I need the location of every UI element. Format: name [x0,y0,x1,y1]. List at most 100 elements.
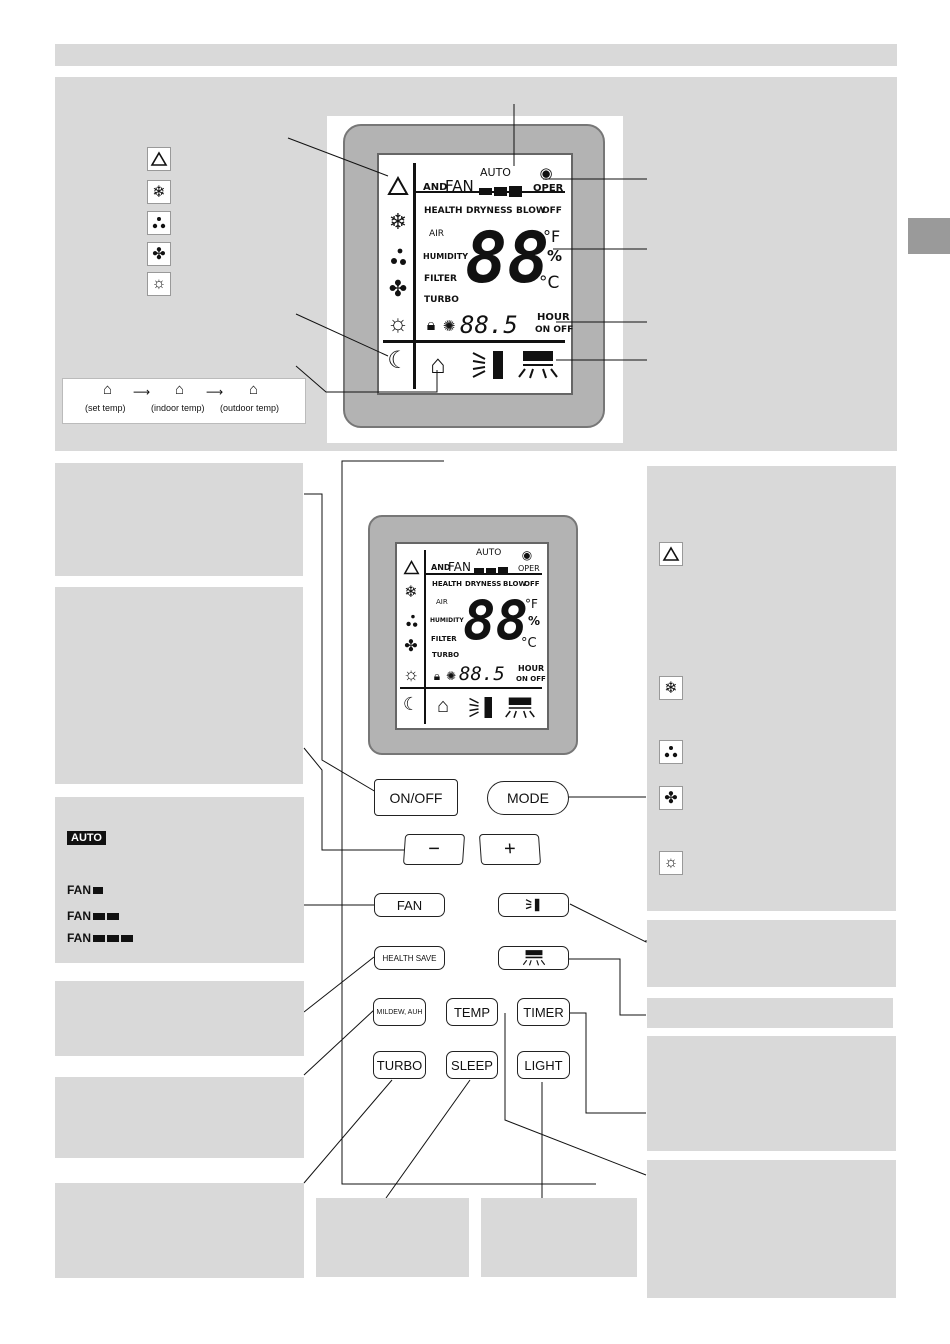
top-lcd-screen: ❄ ✤ ☼ ☾ AUTO AND FAN ◉ OPER HEALTH DRYNE… [377,153,573,395]
indoor-temp-label: (indoor temp) [151,403,205,413]
fan-high-legend: FAN [67,931,133,945]
lcd-turbo: TURBO [432,651,460,659]
desc-box-vswing [647,920,896,987]
side-tab [908,218,950,254]
auto-mode-icon [401,558,421,576]
lcd-small-digits: 88.5 [460,311,518,339]
fan-mid-legend: FAN [67,909,119,923]
fan-low-legend: FAN [67,883,103,897]
plus-button[interactable]: + [478,834,542,865]
temp-legend-box: ⌂ ⌂ ⌂ ⟶ ⟶ (set temp) (indoor temp) (outd… [62,378,306,424]
vertical-swing-icon [525,898,539,912]
lcd-humidity: HUMIDITY [430,617,464,624]
heat-mode-icon: ☼ [387,310,409,337]
fan-legend-label: FAN [67,909,91,923]
timer-button[interactable]: TIMER [517,998,570,1026]
lcd-unit-f: °F [543,227,561,246]
lcd-filter: FILTER [424,274,457,284]
desc-box-mildew [55,1077,304,1158]
lcd-unit-pct: % [528,614,541,628]
set-temp-label: (set temp) [85,403,126,413]
outdoor-temp-label: (outdoor temp) [220,403,280,413]
dry-mode-icon [401,612,421,630]
lcd-divider [424,573,542,575]
fan-speed-bars [472,562,508,580]
temp-button[interactable]: TEMP [446,998,498,1026]
lcd-blow: BLOW [503,580,527,588]
lock-icon: 🔒︎ [426,317,436,334]
lcd-small-digits: 88.5 [459,663,505,685]
bulb-icon: ✺ [445,669,457,683]
lcd-dryness: DRYNESS [466,206,513,216]
lcd-and: AND [431,563,451,572]
vertical-swing-icon [471,347,511,383]
horizontal-swing-icon [503,695,537,721]
lcd-fan: FAN [448,560,471,574]
sleep-button[interactable]: SLEEP [446,1051,498,1079]
lcd-hour: HOUR [518,664,545,673]
fan-button[interactable]: FAN [374,893,445,917]
house-icon: ⌂ [175,381,185,398]
auto-mode-icon [385,175,411,197]
arrow-icon: ⟶ [133,385,151,399]
temp-display-icon: ⌂ [436,695,450,717]
desc-box-mode: ❄ ✤ ☼ [647,466,896,911]
vertical-swing-button[interactable] [498,893,569,917]
lcd-divider [383,340,565,343]
cool-mode-icon: ❄ [147,180,171,204]
desc-box-timer [647,1036,896,1151]
lcd-health: HEALTH [424,206,463,216]
fan-auto-label: AUTO [67,831,106,845]
lcd-air: AIR [429,229,445,239]
lcd-off: OFF [542,206,562,216]
vertical-swing-icon [467,693,499,721]
desc-box-health [55,981,304,1056]
on-off-button[interactable]: ON/OFF [374,779,458,816]
desc-box-onoff [55,463,303,576]
lcd-divider [413,163,416,389]
lcd-unit-f: °F [525,597,538,611]
desc-box-hswing [647,998,893,1028]
arrow-icon: ⟶ [206,385,224,399]
bulb-icon: ✺ [442,317,456,335]
lcd-big-digits: 88 [463,589,529,652]
mode-button[interactable]: MODE [487,781,569,815]
signal-icon: ◉ [539,164,553,182]
sleep-icon: ☾ [402,694,420,714]
lcd-big-digits: 88 [465,217,550,299]
horizontal-swing-button[interactable] [498,946,569,970]
lcd-oper: OPER [518,564,540,573]
desc-box-temp [647,1160,896,1298]
heat-mode-icon: ☼ [147,272,171,296]
fan-speed-bars [477,183,522,201]
lcd-unit-c: °C [539,273,560,293]
lcd-hour: HOUR [537,312,570,323]
lcd-filter: FILTER [431,635,457,643]
horizontal-swing-icon [517,349,559,381]
house-icon: ⌂ [103,381,113,398]
turbo-button[interactable]: TURBO [373,1051,426,1079]
mildew-auh-button[interactable]: MILDEW, AUH [373,998,426,1026]
fan-mode-icon: ✤ [147,242,171,266]
fan-mode-icon: ✤ [659,786,683,810]
header-bar [55,44,897,66]
desc-box-temp-adjust [55,587,303,784]
horizontal-swing-icon [522,950,545,966]
sleep-icon: ☾ [387,347,409,374]
light-button[interactable]: LIGHT [517,1051,570,1079]
minus-button[interactable]: − [402,834,466,865]
temp-display-icon: ⌂ [430,349,446,379]
lcd-air: AIR [436,598,448,606]
desc-box-light [481,1198,637,1277]
dry-mode-icon [385,245,411,269]
fan-legend-label: FAN [67,883,91,897]
auto-mode-icon [147,147,171,171]
lcd-divider [424,550,426,724]
lcd-blow: BLOW [516,206,546,216]
lcd-off: OFF [524,580,540,588]
heat-mode-icon: ☼ [402,664,420,684]
lcd-unit-pct: % [547,247,563,265]
lcd-divider [400,687,542,689]
fan-mode-icon: ✤ [404,638,418,655]
health-save-button[interactable]: HEALTH SAVE [374,946,445,970]
